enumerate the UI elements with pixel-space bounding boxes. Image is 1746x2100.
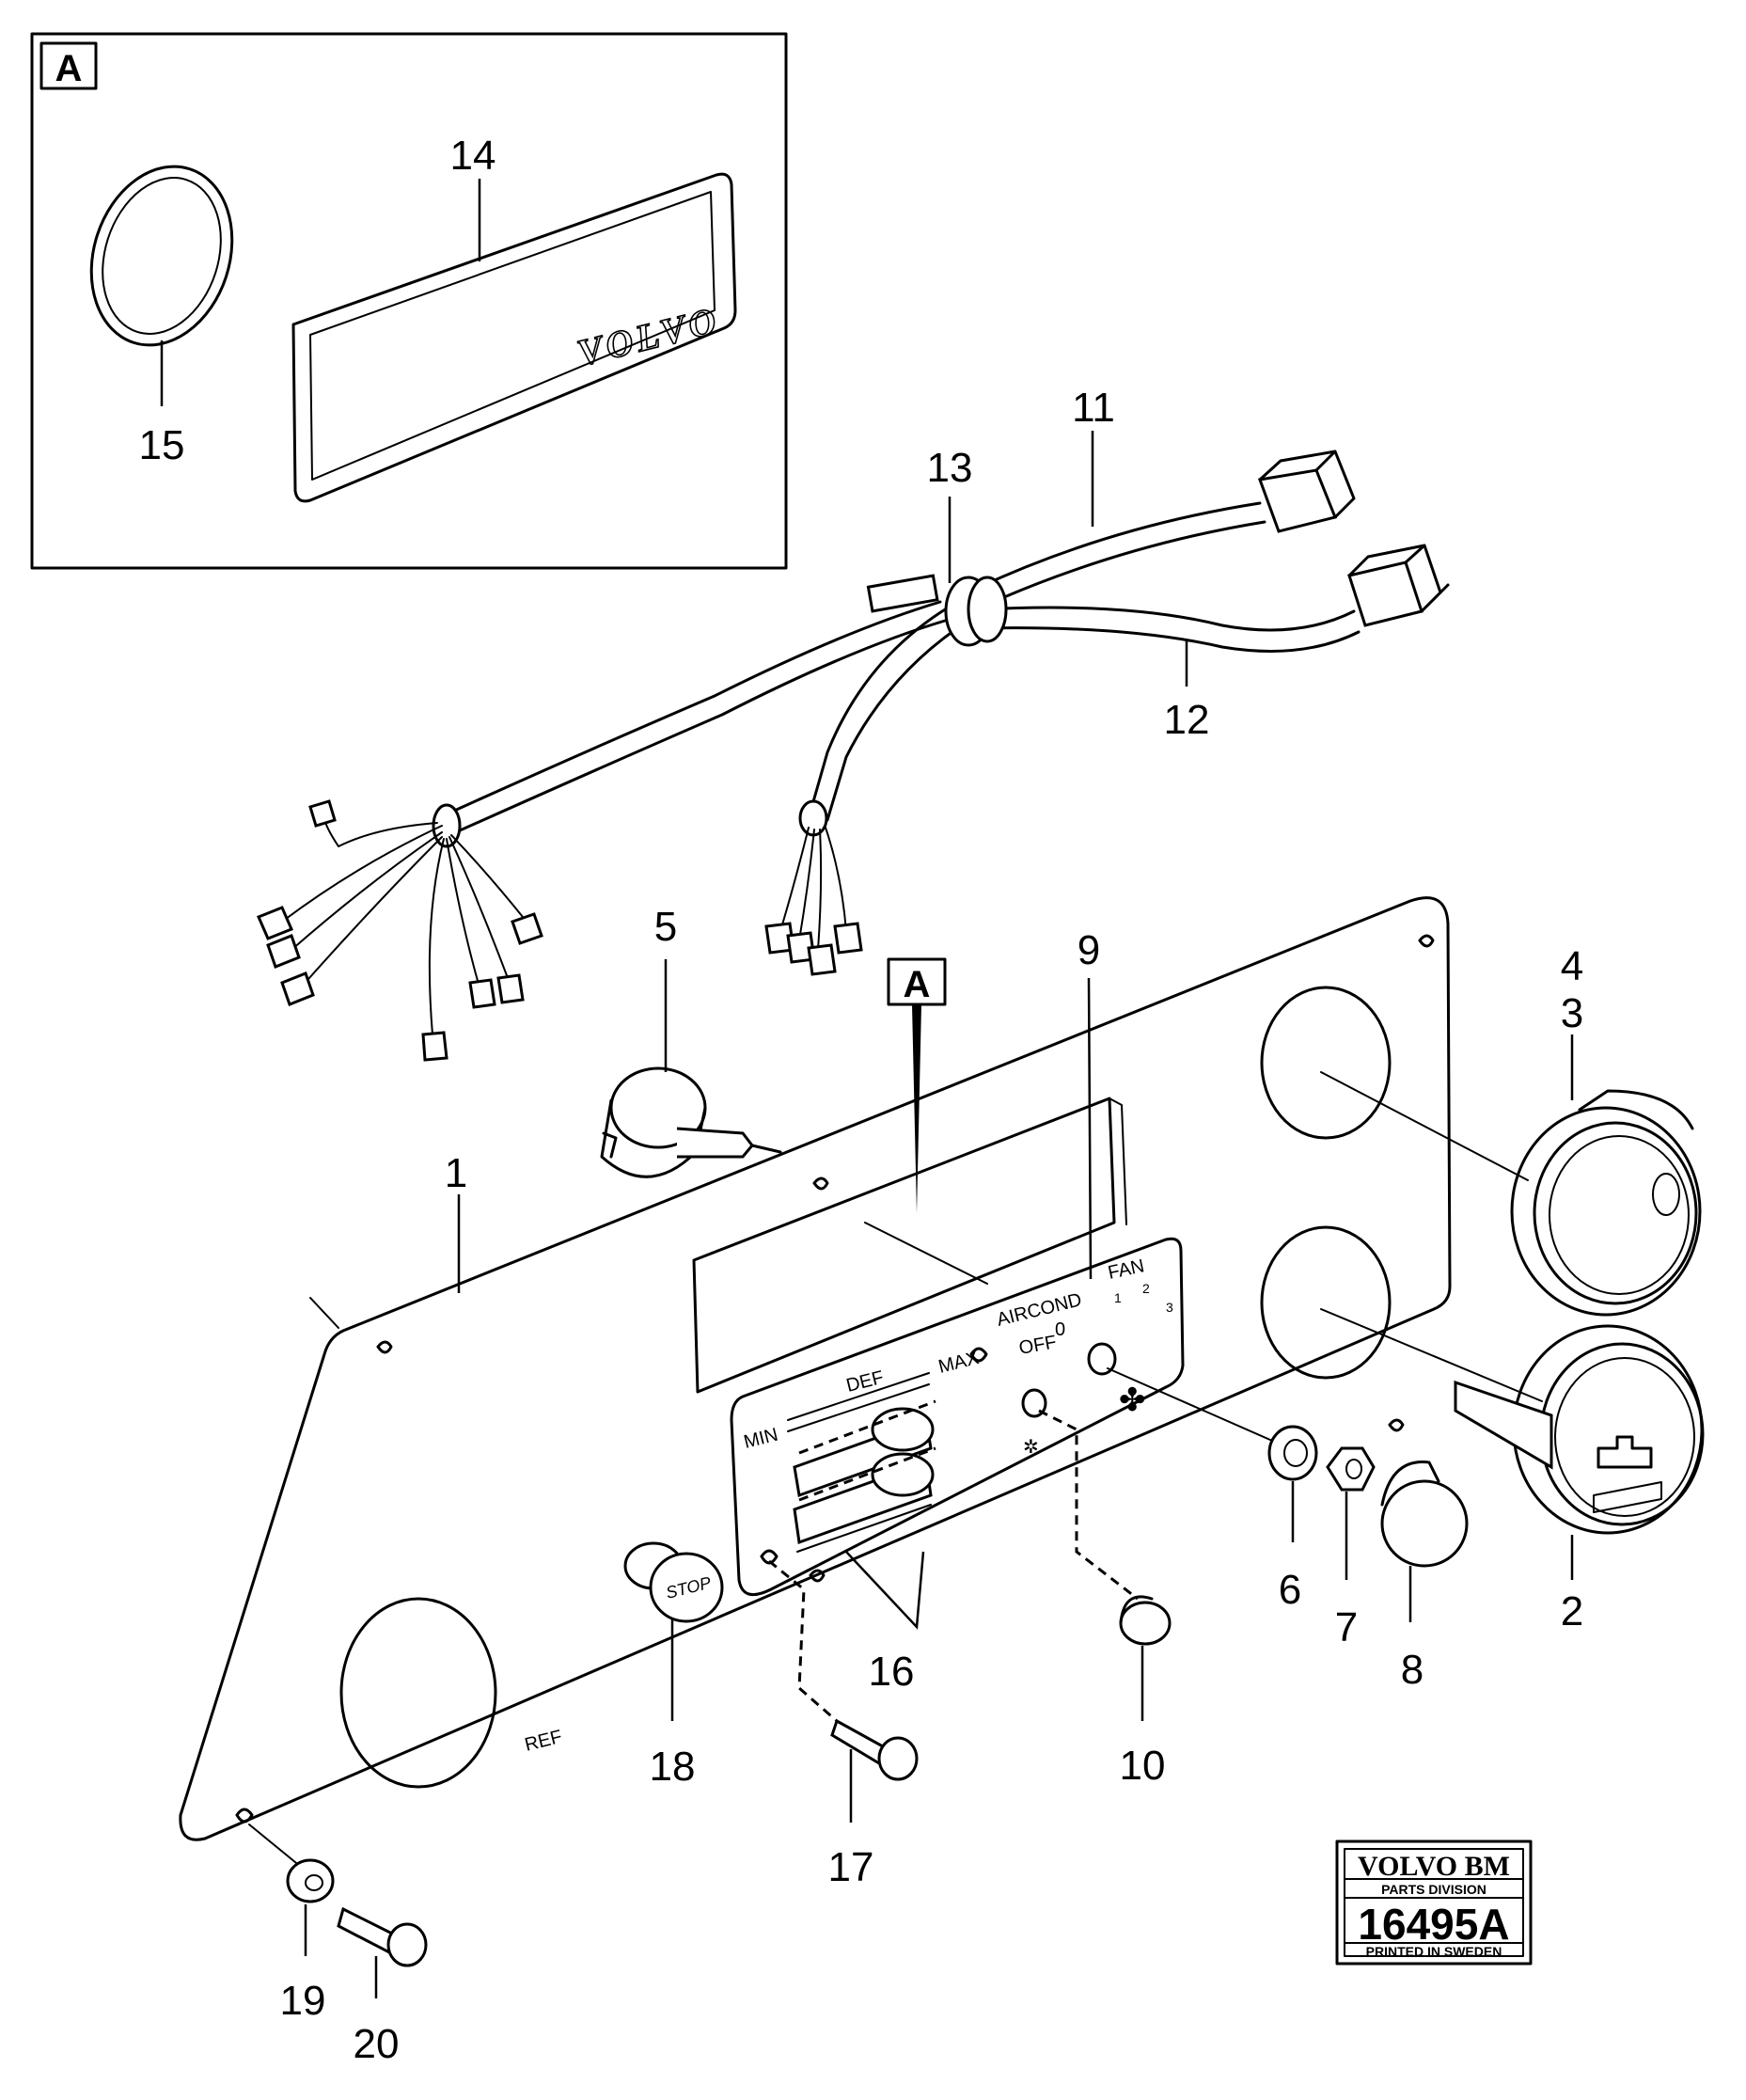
- fan-setting-3: 3: [1166, 1300, 1173, 1315]
- harness-clamp-13: [866, 574, 1008, 647]
- screw-20: [337, 1906, 428, 1967]
- callout-18: 18: [650, 1744, 696, 1790]
- callout-12: 12: [1164, 697, 1210, 743]
- control-panel-9: DEF MIN MAX AIRCOND OFF ✲ FAN 0 1 2 3 ✤: [730, 1237, 1185, 1597]
- cover-plate-14: VOLVO: [291, 172, 737, 503]
- callout-7: 7: [1335, 1604, 1358, 1650]
- screw-17: [830, 1718, 919, 1781]
- connector-11: [1257, 450, 1356, 533]
- callout-13: 13: [927, 445, 973, 491]
- knob-10: [1119, 1595, 1172, 1646]
- stamp-number: 16495A: [1358, 1900, 1509, 1949]
- fan-icon: ✤: [1119, 1382, 1146, 1418]
- callout-11: 11: [1072, 385, 1115, 431]
- callout-16: 16: [869, 1649, 915, 1695]
- washer-6: [1267, 1425, 1318, 1481]
- min-label: MIN: [742, 1425, 780, 1453]
- callout-1: 1: [445, 1150, 467, 1196]
- view-a-pointer: A: [887, 957, 947, 1213]
- fan-setting-0: 0: [1055, 1319, 1065, 1340]
- callout-15: 15: [139, 422, 185, 468]
- aircond-label: AIRCOND: [995, 1289, 1084, 1331]
- volvo-plate-logo: VOLVO: [574, 298, 724, 374]
- stop-button-18: STOP: [623, 1541, 724, 1623]
- wiring-harness: [257, 450, 1450, 1062]
- callout-10: 10: [1120, 1743, 1166, 1789]
- switch-5: [600, 1066, 782, 1178]
- callout-17: 17: [828, 1844, 874, 1890]
- stamp-brand: VOLVO BM: [1358, 1851, 1510, 1882]
- gauge-3-4: [1510, 1089, 1702, 1317]
- off-label: OFF: [1017, 1332, 1058, 1359]
- callout-5: 5: [654, 904, 677, 950]
- stamp-printed: PRINTED IN SWEDEN: [1366, 1944, 1502, 1959]
- temp-knobs-16: [793, 1399, 936, 1553]
- nut-7: [1326, 1446, 1376, 1492]
- fan-setting-2: 2: [1142, 1281, 1150, 1296]
- callout-14: 14: [450, 133, 496, 179]
- callout-4: 4: [1561, 943, 1583, 989]
- snowflake-icon: ✲: [1023, 1437, 1039, 1458]
- callout-3: 3: [1561, 990, 1583, 1036]
- callout-6: 6: [1279, 1567, 1301, 1613]
- panel-ref-label: REF: [523, 1727, 564, 1756]
- fan-setting-1: 1: [1114, 1290, 1122, 1305]
- callout-2: 2: [1561, 1588, 1583, 1634]
- callout-20: 20: [354, 2021, 400, 2067]
- trim-ring-15: [89, 165, 234, 347]
- callout-19: 19: [280, 1978, 326, 2024]
- callout-8: 8: [1401, 1647, 1424, 1693]
- view-a-label: A: [904, 964, 931, 1005]
- washer-19: [286, 1858, 335, 1903]
- dash-panel-1: REF: [179, 896, 1452, 1841]
- gauge-2: [1454, 1324, 1705, 1535]
- def-label: DEF: [844, 1367, 886, 1397]
- callout-9: 9: [1077, 927, 1100, 973]
- inset-view-a: A 15 VOLVO 14: [30, 32, 788, 570]
- knob-8: [1380, 1461, 1469, 1568]
- parts-stamp: VOLVO BM PARTS DIVISION 16495A PRINTED I…: [1335, 1839, 1533, 1966]
- connector-12: [1347, 544, 1450, 627]
- inset-label: A: [55, 48, 83, 89]
- stamp-division: PARTS DIVISION: [1381, 1882, 1486, 1897]
